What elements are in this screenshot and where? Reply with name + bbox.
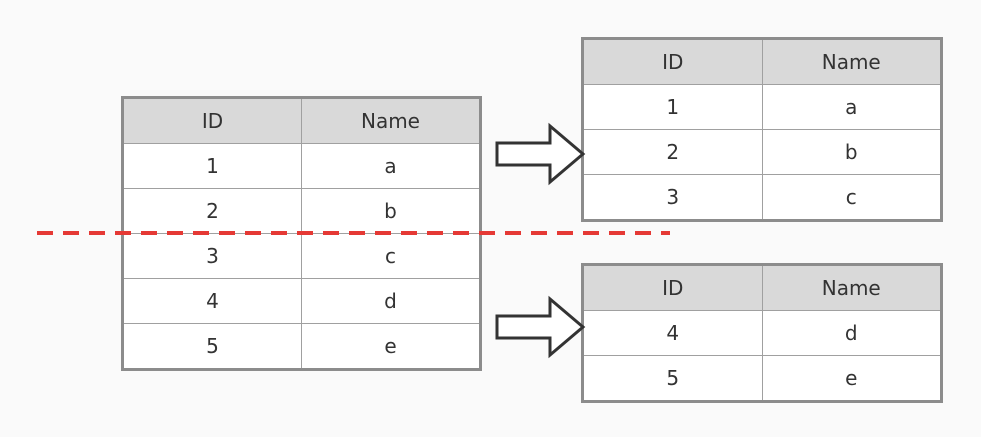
cell-id: 3 — [122, 233, 302, 279]
column-header-id: ID — [582, 264, 763, 311]
cell-name: a — [301, 143, 481, 189]
table-row: 2 b — [122, 188, 481, 234]
result-table-bottom: ID Name 4 d 5 e — [581, 263, 943, 403]
column-header-id: ID — [582, 38, 763, 85]
table-row: 1 a — [582, 84, 942, 130]
cell-id: 5 — [582, 355, 763, 402]
cell-id: 2 — [582, 129, 763, 175]
column-header-name: Name — [761, 38, 942, 85]
cell-name: c — [761, 174, 942, 221]
cell-id: 1 — [582, 84, 763, 130]
header-row: ID Name — [582, 264, 942, 311]
right-arrow-icon — [495, 122, 586, 186]
table-row: 1 a — [122, 143, 481, 189]
cell-name: d — [301, 278, 481, 324]
source-table: ID Name 1 a 2 b 3 c 4 d 5 e — [121, 96, 482, 371]
column-header-name: Name — [301, 97, 481, 144]
table-row: 3 c — [582, 174, 942, 221]
result-table-top: ID Name 1 a 2 b 3 c — [581, 37, 943, 222]
header-row: ID Name — [582, 38, 942, 85]
cell-name: d — [761, 310, 942, 356]
cell-id: 4 — [582, 310, 763, 356]
column-header-id: ID — [122, 97, 302, 144]
table-row: 5 e — [122, 323, 481, 370]
table-row: 4 d — [122, 278, 481, 324]
cell-name: b — [761, 129, 942, 175]
column-header-name: Name — [761, 264, 942, 311]
cell-id: 3 — [582, 174, 763, 221]
cell-id: 2 — [122, 188, 302, 234]
cell-id: 1 — [122, 143, 302, 189]
cell-id: 5 — [122, 323, 302, 370]
cell-id: 4 — [122, 278, 302, 324]
cell-name: e — [761, 355, 942, 402]
cell-name: e — [301, 323, 481, 370]
table-row: 5 e — [582, 355, 942, 402]
cell-name: a — [761, 84, 942, 130]
table-row: 3 c — [122, 233, 481, 279]
table-row: 4 d — [582, 310, 942, 356]
table-row: 2 b — [582, 129, 942, 175]
cell-name: b — [301, 188, 481, 234]
right-arrow-icon — [495, 295, 586, 359]
cell-name: c — [301, 233, 481, 279]
header-row: ID Name — [122, 97, 481, 144]
